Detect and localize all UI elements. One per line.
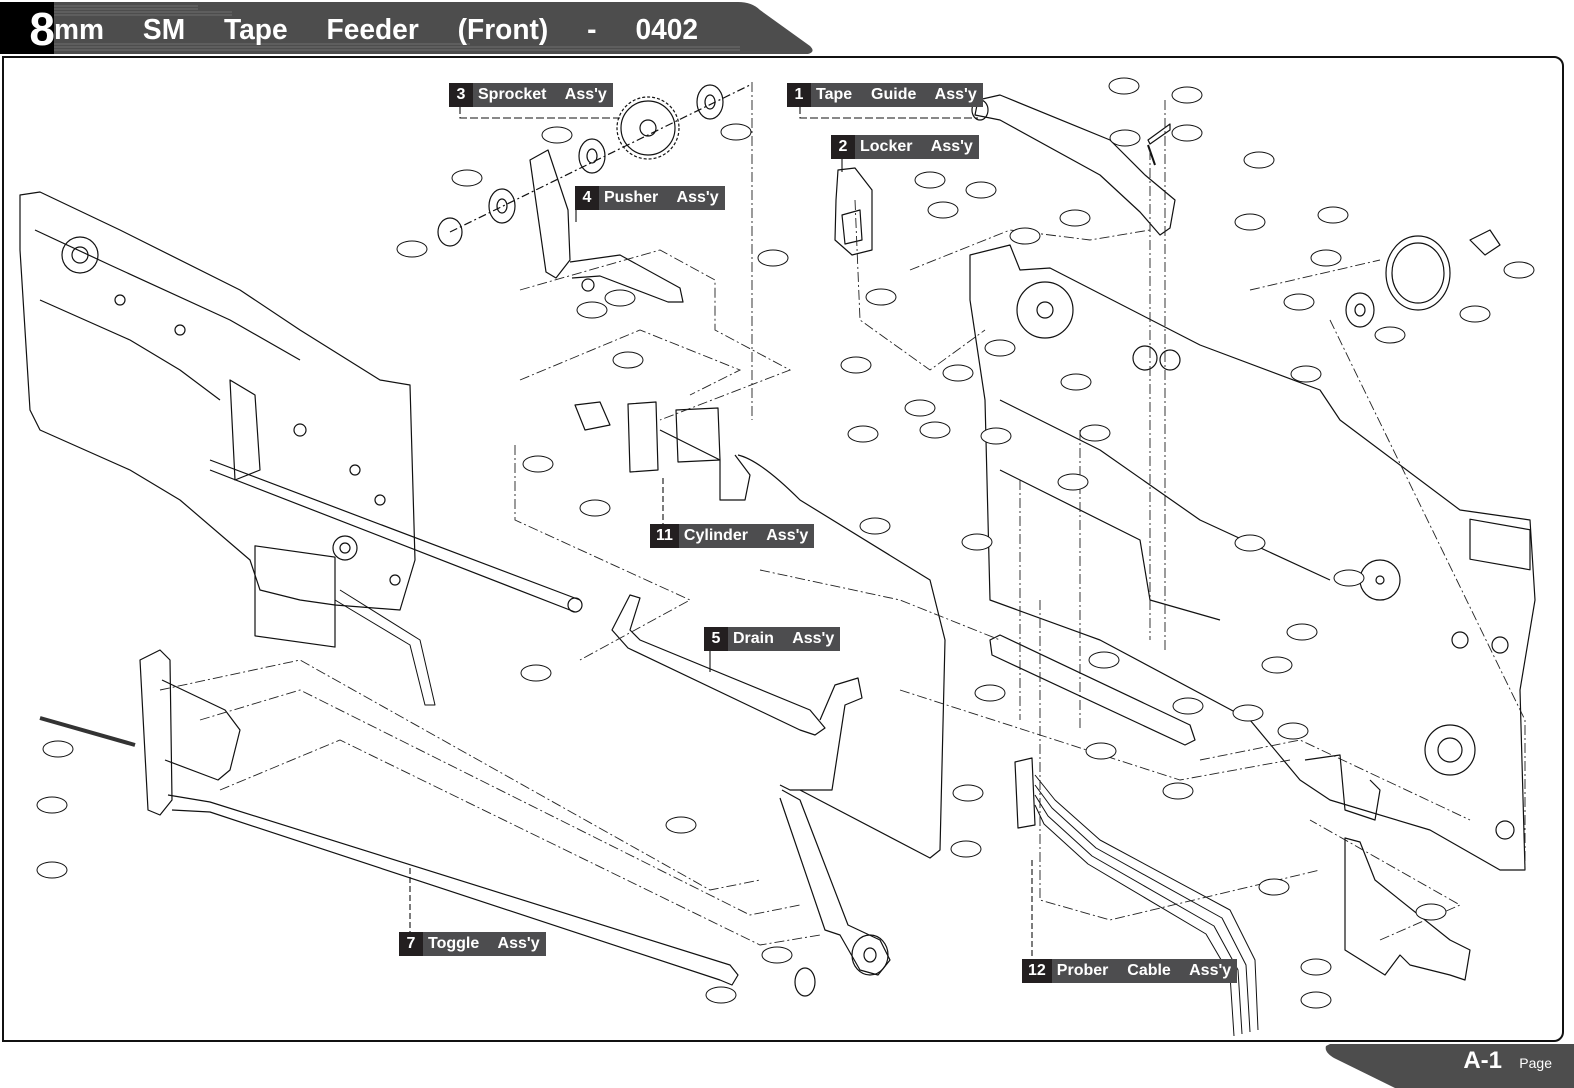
assembly-number: 11	[650, 524, 679, 548]
assembly-label-locker: 2 Locker Ass'y	[831, 135, 979, 159]
assembly-number: 12	[1022, 959, 1052, 983]
cylinder	[574, 401, 946, 859]
callout-balloons	[36, 77, 1535, 1009]
assembly-label-sprocket: 3 Sprocket Ass'y	[449, 83, 613, 107]
assembly-number: 1	[787, 83, 811, 107]
label-leaders	[409, 106, 1033, 960]
assembly-name: Cylinder Ass'y	[678, 524, 815, 548]
feeder-body-left	[19, 191, 583, 706]
drain-lever	[611, 594, 891, 997]
sprocket	[437, 84, 751, 247]
assembly-number: 3	[449, 83, 473, 107]
assembly-name: Pusher Ass'y	[599, 186, 725, 210]
bracket	[1304, 754, 1471, 981]
assembly-number: 2	[831, 135, 855, 159]
page-header: 8 mm SM Tape Feeder (Front) - 0402	[0, 0, 816, 56]
locker	[834, 167, 873, 256]
page-title: mm SM Tape Feeder (Front) - 0402	[54, 14, 699, 46]
assembly-name: Prober Cable Ass'y	[1051, 959, 1238, 983]
assembly-leader-lines	[159, 82, 1526, 946]
feeder-body-right	[969, 244, 1536, 871]
assembly-label-tape-guide: 1 Tape Guide Ass'y	[787, 83, 983, 107]
assembly-number: 5	[704, 627, 728, 651]
assembly-name: Locker Ass'y	[855, 135, 979, 159]
assembly-label-drain: 5 Drain Ass'y	[704, 627, 841, 651]
drawing-frame	[2, 56, 1564, 1042]
slide-bar	[989, 634, 1196, 746]
header-number: 8	[0, 2, 55, 55]
assembly-number: 4	[575, 186, 599, 210]
assembly-name: Tape Guide Ass'y	[811, 83, 983, 107]
footer-background	[1325, 1044, 1574, 1088]
assembly-name: Sprocket Ass'y	[473, 83, 613, 107]
assembly-label-cylinder: 11 Cylinder Ass'y	[650, 524, 815, 548]
assembly-label-toggle: 7 Toggle Ass'y	[399, 932, 546, 956]
assembly-name: Drain Ass'y	[728, 627, 841, 651]
page-number: A-1	[1463, 1047, 1502, 1074]
page-footer: A-1 Page	[1320, 1044, 1574, 1088]
assembly-label-prober-cable: 12 Prober Cable Ass'y	[1022, 959, 1238, 983]
prober-cable	[1014, 757, 1259, 1037]
pulley	[1345, 229, 1501, 328]
toggle	[39, 649, 739, 986]
assembly-number: 7	[399, 932, 423, 956]
header-background	[0, 2, 813, 54]
page-label: Page	[1519, 1055, 1552, 1071]
assembly-name: Toggle Ass'y	[423, 932, 546, 956]
pusher	[529, 149, 684, 303]
assembly-label-pusher: 4 Pusher Ass'y	[575, 186, 725, 210]
